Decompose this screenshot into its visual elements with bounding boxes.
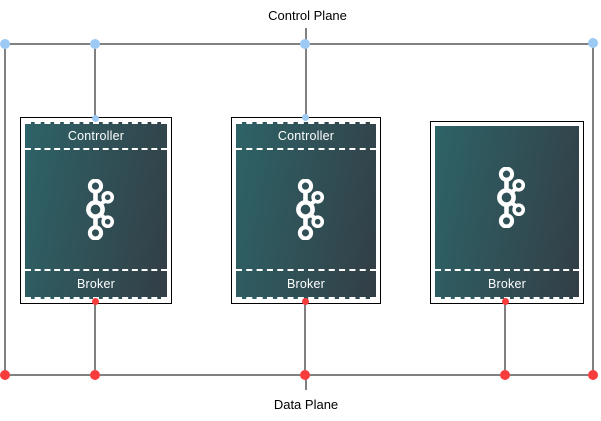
node-control-port-dot: [92, 115, 99, 122]
kafka-logo-icon: [85, 179, 114, 240]
broker-label: Broker: [487, 277, 527, 291]
data-plane-connection-dot: [300, 370, 310, 380]
control-plane-connection-dot: [588, 38, 598, 48]
control-plane-connection-dot: [0, 39, 10, 49]
data-plane-label: Data Plane: [265, 390, 347, 418]
control-plane-connection-dot: [90, 39, 100, 49]
controller-section: Controller: [25, 124, 167, 150]
node-icon-area: [236, 150, 376, 269]
node-icon-area: [25, 150, 167, 269]
node-control-port-dot: [302, 114, 309, 121]
node-icon-area: [435, 126, 579, 269]
data-plane-connection-dot: [500, 370, 510, 380]
node-body: Controller Broker: [236, 122, 376, 299]
node-data-port-dot: [302, 298, 309, 305]
data-plane-connection-dot: [90, 370, 100, 380]
kafka-node-1: Controller Broker: [20, 117, 172, 304]
broker-section: Broker: [236, 269, 376, 297]
kafka-logo-icon: [496, 167, 525, 228]
node-data-port-dot: [92, 298, 99, 305]
broker-section: Broker: [435, 269, 579, 297]
data-plane-connection-dot: [0, 370, 10, 380]
kafka-logo-icon: [295, 179, 324, 240]
data-plane-connection-dot: [588, 370, 598, 380]
kafka-node-3: Broker: [430, 121, 584, 304]
broker-section: Broker: [25, 269, 167, 297]
control-plane-label: Control Plane: [262, 3, 353, 28]
controller-label: Controller: [277, 129, 335, 143]
node-data-port-dot: [502, 298, 509, 305]
controller-label: Controller: [67, 129, 125, 143]
kafka-node-2: Controller Broker: [231, 117, 381, 304]
broker-label: Broker: [76, 277, 116, 291]
broker-label: Broker: [286, 277, 326, 291]
control-plane-connection-dot: [300, 39, 310, 49]
controller-section: Controller: [236, 124, 376, 150]
node-body: Broker: [435, 126, 579, 299]
node-body: Controller Broker: [25, 122, 167, 299]
